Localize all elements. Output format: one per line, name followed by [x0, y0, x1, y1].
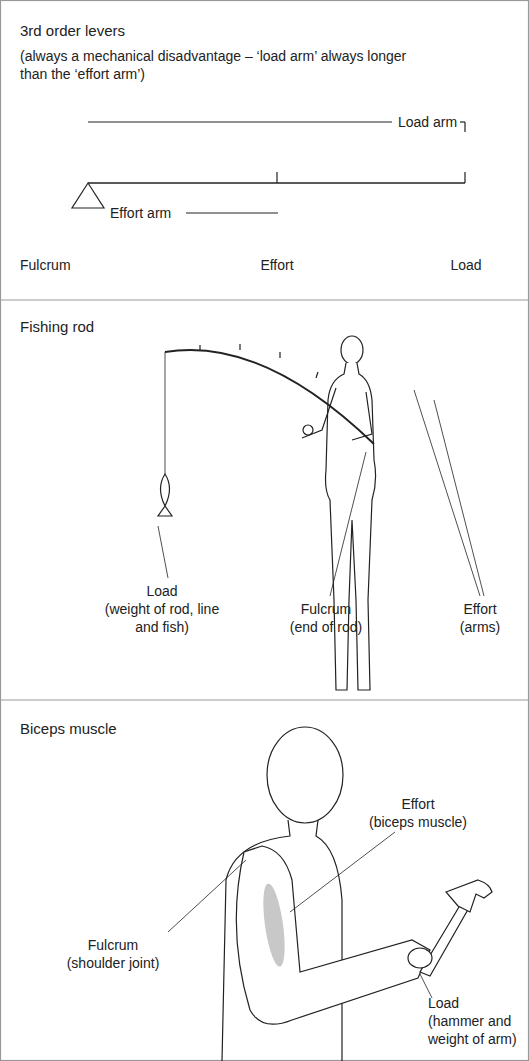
part-label: (shoulder joint) [53, 954, 173, 972]
panel-heading: Biceps muscle [20, 720, 320, 737]
part-label: (arms) [440, 618, 520, 636]
divider [0, 699, 529, 700]
panel-heading: Fishing rod [20, 318, 320, 335]
hammer-head [446, 880, 492, 912]
part-label: Fulcrum [271, 600, 381, 618]
part-label: (end of rod) [271, 618, 381, 636]
part-label: (hammer and weight of arm) [428, 1012, 524, 1048]
lever-diagram [72, 122, 465, 213]
part-label: Effort [232, 256, 322, 274]
part-label: Fulcrum [20, 256, 110, 274]
biceps-muscle [259, 882, 289, 968]
panel-heading: 3rd order levers [20, 22, 500, 39]
hand [408, 948, 432, 968]
divider [0, 299, 529, 300]
angler-figure [158, 336, 484, 690]
part-label: Load [431, 256, 501, 274]
panel-note: (always a mechanical disadvantage – ‘loa… [20, 47, 420, 83]
part-label: Load [122, 582, 202, 600]
panel: Fishing rod [0, 300, 529, 700]
part-label: Effort [440, 600, 520, 618]
part-label: Fulcrum [63, 936, 163, 954]
panel: 3rd order levers (always a mechanical dis… [0, 0, 529, 300]
part-label: Effort arm [110, 204, 190, 222]
part-label: (weight of rod, line and fish) [102, 600, 222, 636]
part-label: Load arm [398, 113, 508, 131]
part-label: (biceps muscle) [359, 813, 477, 831]
part-label: Load [428, 994, 524, 1012]
part-label: Effort [378, 795, 458, 813]
